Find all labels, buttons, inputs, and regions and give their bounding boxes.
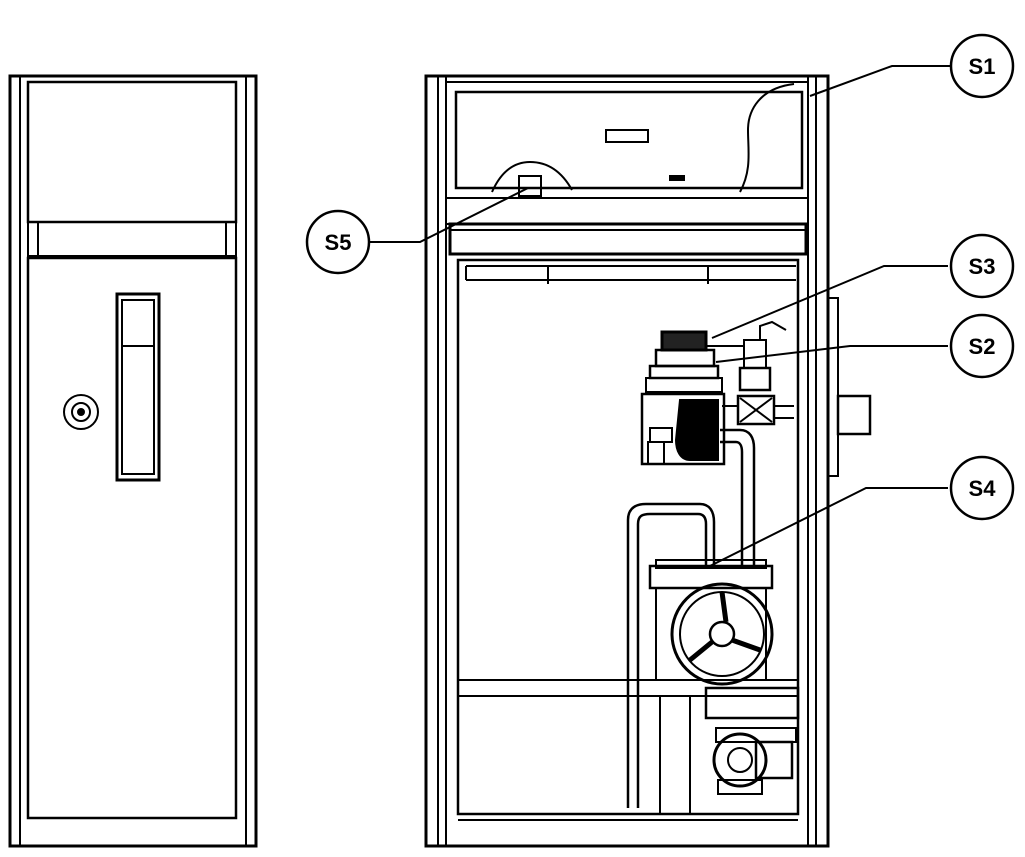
callouts: S1 S3 S2 S4 S5 [305, 33, 1015, 567]
callout-s2: S2 [949, 313, 1015, 379]
top-panel [26, 80, 238, 224]
front-door [26, 256, 238, 820]
s5-component [491, 160, 573, 197]
frame-rail [448, 222, 808, 256]
separator-band [27, 221, 237, 257]
s2-s3-assembly [640, 320, 794, 466]
control-panel [454, 90, 804, 190]
flue-outlet [836, 394, 872, 436]
callout-s5: S5 [305, 209, 371, 275]
callout-s4: S4 [949, 455, 1015, 521]
s4-burner-fan [648, 559, 800, 795]
callout-label-s5: S5 [325, 230, 352, 255]
inner-compartment [456, 258, 800, 816]
open-cabinet [424, 74, 872, 848]
indicator [669, 175, 685, 181]
callout-label-s4: S4 [969, 476, 997, 501]
display-slot [605, 129, 649, 143]
closed-cabinet-front [8, 74, 258, 848]
callout-label-s1: S1 [969, 54, 996, 79]
lock-icon [63, 394, 99, 430]
callout-label-s3: S3 [969, 254, 996, 279]
callout-s3: S3 [949, 233, 1015, 299]
callout-label-s2: S2 [969, 334, 996, 359]
callout-s1: S1 [949, 33, 1015, 99]
door-handle [115, 292, 161, 482]
